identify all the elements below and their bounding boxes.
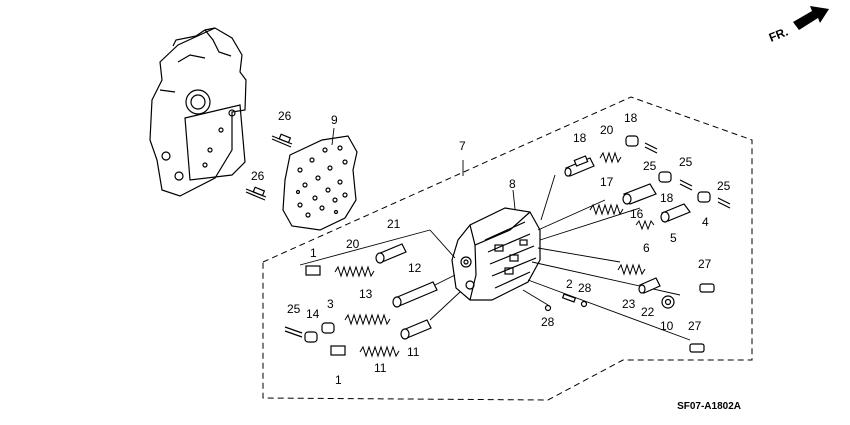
callout-26-upper: 26 [278, 109, 292, 123]
callout-1-upper: 1 [310, 246, 317, 260]
spring-12 [359, 345, 400, 358]
callout-28-a: 28 [578, 281, 592, 295]
callout-19: 18 [573, 131, 587, 145]
callout-7: 7 [459, 139, 466, 153]
valve-23 [638, 277, 661, 294]
pin-25-d [284, 326, 303, 338]
callout-16: 16 [630, 207, 644, 221]
callout-11: 11 [407, 345, 420, 359]
callout-27-lower: 27 [688, 319, 702, 333]
spring-6 [635, 219, 655, 231]
pin-25-b [679, 179, 693, 191]
callout-22: 20 [346, 237, 360, 251]
callout-5: 5 [670, 231, 677, 245]
spring-22 [334, 265, 375, 278]
callout-14: 13 [359, 287, 373, 301]
callout-2: 2 [566, 277, 573, 291]
plug-27-upper [699, 283, 715, 293]
callout-25-d: 25 [287, 302, 301, 316]
leader-lines [299, 127, 691, 341]
cap-4 [697, 191, 711, 203]
transmission-case [149, 27, 247, 197]
callout-20: 20 [600, 123, 614, 137]
callout-21: 21 [387, 217, 401, 231]
callout-4: 4 [702, 215, 709, 229]
valve-body-assembly-outline [262, 96, 753, 401]
callout-15: 14 [306, 307, 320, 321]
valve-19 [564, 155, 595, 177]
callout-23: 22 [641, 305, 655, 319]
pin-25-a [644, 142, 658, 154]
callout-labels: 7 8 9 26 26 18 20 18 25 25 25 18 17 16 6… [251, 109, 731, 387]
pin-2 [561, 293, 577, 303]
plate-1-lower [330, 345, 346, 356]
valve-11 [400, 319, 432, 340]
cap-15 [304, 331, 318, 343]
valve-5 [660, 203, 691, 223]
seal-10 [661, 295, 675, 309]
front-arrow-icon [793, 6, 829, 30]
callout-25-b: 25 [679, 155, 693, 169]
callout-18-upper: 18 [624, 111, 638, 125]
spring-20 [599, 151, 622, 164]
valve-13 [392, 281, 438, 308]
dowel-pin-upper [271, 133, 293, 148]
callout-12: 11 [374, 361, 387, 375]
spring-17 [589, 203, 624, 216]
valve-body [451, 207, 541, 301]
callout-27-upper: 27 [698, 257, 712, 271]
fr-label: FR. [767, 25, 790, 45]
plug-27-lower [689, 343, 705, 353]
cap-18-lower [658, 171, 672, 183]
callout-13: 12 [408, 261, 422, 275]
callout-6: 6 [643, 241, 650, 255]
dowel-pin-lower [245, 186, 267, 201]
callout-10: 10 [660, 319, 674, 333]
valve-21 [375, 243, 407, 264]
callout-26-lower: 26 [251, 169, 265, 183]
plate-1-upper [305, 265, 321, 276]
callout-1-lower: 1 [335, 373, 342, 387]
callout-3: 3 [327, 297, 334, 311]
spring-14 [344, 313, 391, 326]
cap-3 [321, 322, 335, 334]
cap-18-upper [625, 135, 639, 147]
ball-28-b [544, 304, 552, 312]
callout-25-a: 25 [643, 159, 657, 173]
callout-17: 17 [600, 175, 614, 189]
ball-28-a [580, 300, 588, 308]
callout-8: 8 [509, 177, 516, 191]
callout-28-b: 28 [541, 315, 555, 329]
callout-25-c: 25 [717, 179, 731, 193]
valve-16 [622, 183, 657, 205]
callout-24: 23 [622, 297, 636, 311]
spring-24 [617, 263, 646, 276]
callout-18-lower: 18 [660, 191, 674, 205]
callout-9: 9 [331, 113, 338, 127]
separator-plate [282, 135, 358, 231]
drawing-code: SF07-A1802A [677, 401, 741, 412]
pin-25-c [717, 197, 731, 209]
